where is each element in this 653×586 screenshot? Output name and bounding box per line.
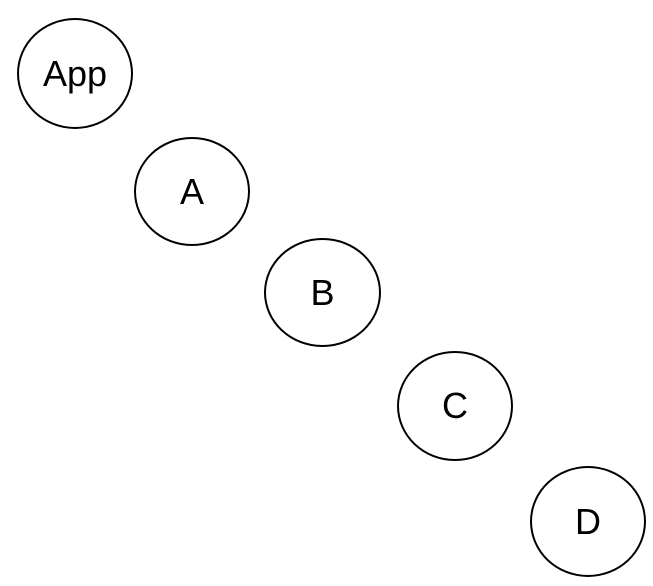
node-d: D bbox=[530, 466, 646, 577]
node-b-label: B bbox=[310, 271, 335, 313]
node-app: App bbox=[17, 18, 133, 129]
node-a: A bbox=[134, 137, 250, 246]
node-c-label: C bbox=[442, 385, 468, 426]
node-c: C bbox=[397, 351, 513, 461]
node-app-label: App bbox=[42, 52, 108, 94]
node-a-label: A bbox=[179, 170, 204, 212]
node-d-label: D bbox=[575, 500, 601, 542]
node-b: B bbox=[264, 238, 381, 347]
